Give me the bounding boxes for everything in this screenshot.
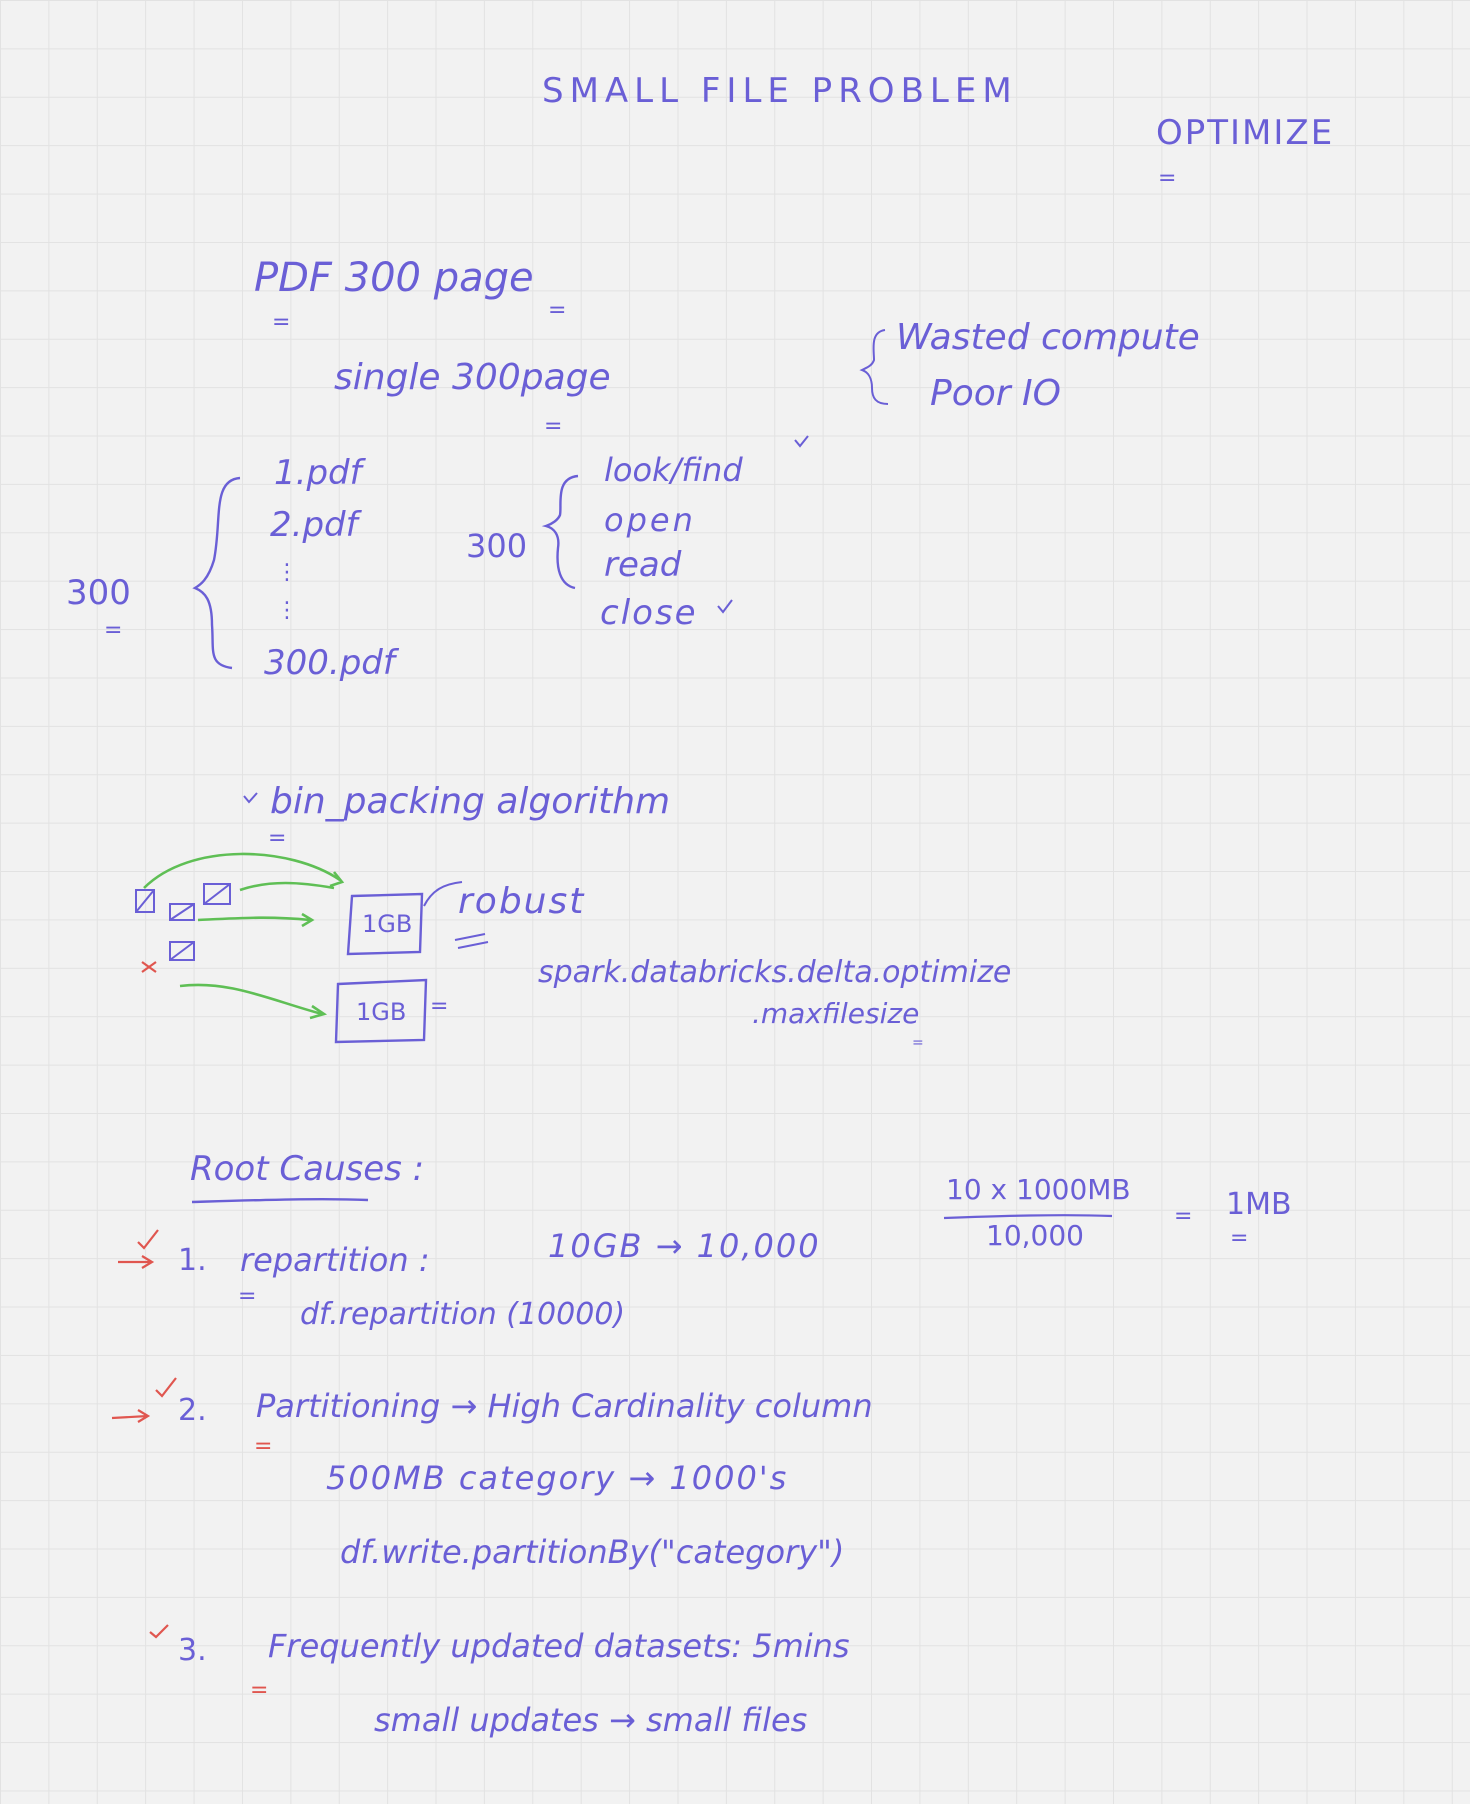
equals-mark: = [250, 1678, 269, 1703]
cause-number: 3. [178, 1633, 207, 1668]
issue-poor-io: Poor IO [930, 373, 1061, 414]
file-item: 300.pdf [264, 643, 395, 683]
operations-brace [541, 474, 579, 590]
bin-box [334, 978, 428, 1044]
operation-item: close [600, 593, 698, 633]
optimize-heading: OPTIMIZE [1156, 113, 1335, 153]
file-item: 1.pdf [274, 453, 362, 493]
cause-number: 2. [178, 1393, 207, 1428]
config-key: spark.databricks.delta.optimize [538, 955, 1012, 990]
equals-mark: = [1158, 166, 1177, 191]
equals-mark: = [104, 618, 123, 643]
single-pdf-line: single 300page [334, 357, 611, 398]
reject-x-icon [141, 961, 157, 973]
cause-label: Partitioning → High Cardinality column [256, 1387, 873, 1425]
check-icon [794, 435, 809, 448]
bin-arrows [143, 852, 345, 1020]
equals-mark: = [272, 310, 291, 335]
page-title: SMALL FILE PROBLEM [542, 71, 1018, 111]
robust-link [423, 881, 463, 907]
file-count: 300 [66, 573, 131, 613]
operation-item: open [604, 501, 696, 539]
calc-denominator: 10,000 [986, 1219, 1084, 1252]
ellipsis-dots: ⋮ [276, 598, 298, 623]
bin-packing-heading: bin_packing algorithm [270, 781, 671, 822]
equals-mark: = [430, 994, 449, 1019]
cause-detail: 10GB → 10,000 [548, 1227, 821, 1265]
issues-brace [859, 329, 889, 405]
equals-mark [454, 933, 489, 949]
cause-number: 1. [178, 1243, 207, 1278]
config-key-suffix: .maxfilesize [752, 997, 920, 1030]
issue-wasted-compute: Wasted compute [896, 317, 1200, 358]
cause-label: repartition : [240, 1241, 430, 1279]
check-icon [243, 792, 258, 804]
cause-detail: small updates → small files [374, 1701, 808, 1739]
equals-mark: = [268, 826, 287, 851]
file-item: 2.pdf [270, 505, 358, 545]
heading-underline [191, 1197, 369, 1204]
operation-count: 300 [466, 527, 528, 565]
bin-box-label: 1GB [362, 910, 413, 938]
calc-numerator: 10 x 1000MB [946, 1173, 1131, 1206]
equals-mark: = [254, 1434, 273, 1459]
equals-mark: = [1174, 1204, 1193, 1229]
equals-mark: = [548, 298, 567, 323]
equals-mark: = [238, 1284, 257, 1309]
calc-result: 1MB [1226, 1187, 1292, 1222]
operation-item: look/find [604, 451, 743, 489]
cause-code: df.repartition (10000) [300, 1297, 626, 1332]
fraction-bar [943, 1214, 1113, 1220]
cause-detail: 500MB category → 1000's [326, 1459, 789, 1497]
check-icon [717, 599, 733, 614]
operation-item: read [604, 545, 682, 585]
cause-code: df.write.partitionBy("category") [340, 1533, 845, 1571]
small-file-squares [135, 883, 231, 961]
files-brace [192, 476, 241, 670]
robust-label: robust [458, 881, 586, 922]
red-marks [111, 1229, 177, 1639]
bin-box [346, 892, 424, 956]
pdf-line: PDF 300 page [254, 255, 534, 301]
bin-box-label: 1GB [356, 998, 407, 1026]
equals-mark: = [544, 414, 563, 439]
root-causes-heading: Root Causes : [190, 1149, 425, 1189]
equals-mark: = [1230, 1226, 1249, 1251]
cause-label: Frequently updated datasets: 5mins [268, 1627, 850, 1665]
equals-mark: = [912, 1035, 924, 1051]
ellipsis-dots: ⋮ [276, 560, 298, 585]
